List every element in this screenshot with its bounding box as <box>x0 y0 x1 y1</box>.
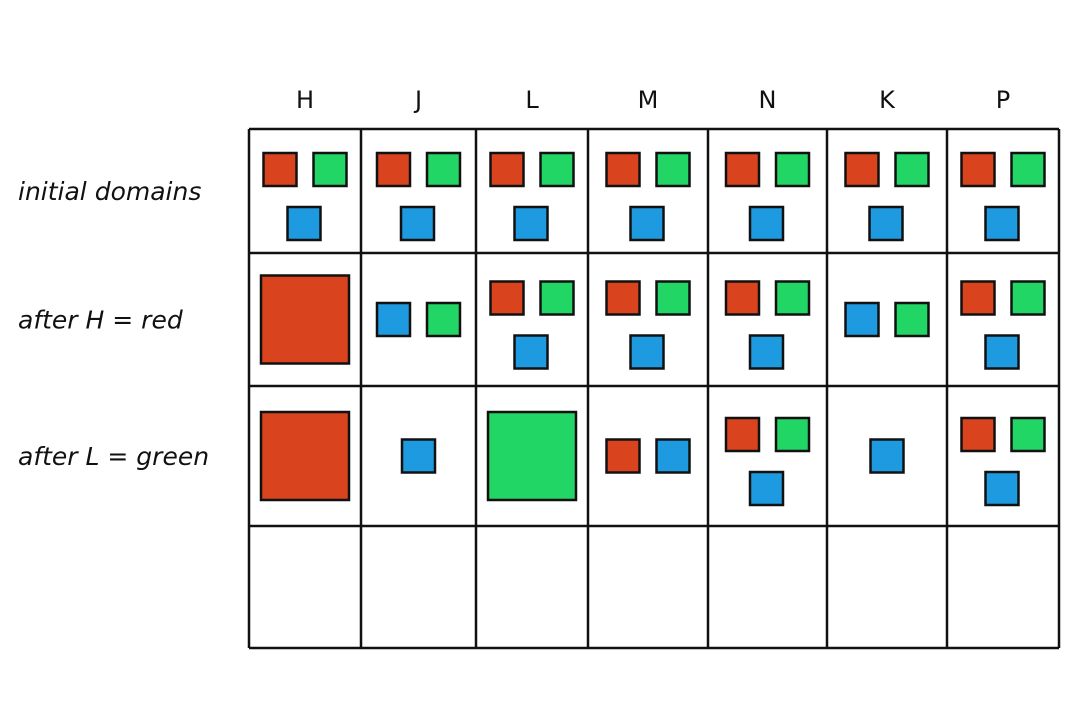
n-r2-green-chip <box>774 416 811 453</box>
column-label-k: K <box>879 86 896 114</box>
column-label-p: P <box>996 86 1010 114</box>
j-r2-blue-chip <box>400 438 437 474</box>
domain-chips <box>259 151 1046 507</box>
l-r0-blue-chip <box>513 205 549 242</box>
n-r2-blue-chip <box>748 470 785 507</box>
l-r2-green-chip <box>486 410 578 502</box>
m-r0-red-chip <box>605 151 641 188</box>
m-r0-blue-chip <box>629 205 665 242</box>
p-r1-green-chip <box>1010 280 1046 316</box>
n-r0-red-chip <box>724 151 761 188</box>
l-r0-red-chip <box>489 151 525 188</box>
n-r2-red-chip <box>724 416 761 453</box>
j-r1-green-chip <box>425 301 462 338</box>
row-label-2: after L = green <box>18 442 209 471</box>
m-r1-blue-chip <box>629 334 665 370</box>
p-r1-red-chip <box>960 280 996 316</box>
h-r0-red-chip <box>262 151 298 188</box>
l-r1-green-chip <box>539 280 575 316</box>
h-r1-red-chip <box>259 274 351 365</box>
k-r0-blue-chip <box>868 205 904 242</box>
n-r0-blue-chip <box>748 205 785 242</box>
p-r0-green-chip <box>1010 151 1046 188</box>
n-r1-red-chip <box>724 280 761 316</box>
j-r0-blue-chip <box>399 205 436 242</box>
k-r2-blue-chip <box>869 438 905 474</box>
m-r1-green-chip <box>655 280 691 316</box>
row-label-1: after H = red <box>18 306 183 335</box>
l-r0-green-chip <box>539 151 575 188</box>
p-r0-blue-chip <box>984 205 1020 242</box>
j-r0-green-chip <box>425 151 462 188</box>
n-r1-green-chip <box>774 280 811 316</box>
k-r0-green-chip <box>894 151 930 188</box>
column-label-n: N <box>759 86 777 114</box>
column-label-m: M <box>638 86 659 114</box>
p-r2-red-chip <box>960 416 996 453</box>
row-labels: initial domains after H = red after L = gr… <box>18 177 209 471</box>
p-r2-blue-chip <box>984 470 1020 507</box>
k-r1-green-chip <box>894 301 930 338</box>
k-r0-red-chip <box>844 151 880 188</box>
p-r2-green-chip <box>1010 416 1046 453</box>
column-label-j: J <box>413 86 422 114</box>
p-r0-red-chip <box>960 151 996 188</box>
h-r2-red-chip <box>259 410 351 502</box>
k-r1-blue-chip <box>844 301 880 338</box>
column-label-h: H <box>296 86 314 114</box>
row-label-0: initial domains <box>18 177 201 206</box>
m-r1-red-chip <box>605 280 641 316</box>
j-r1-blue-chip <box>375 301 412 338</box>
n-r1-blue-chip <box>748 334 785 370</box>
n-r0-green-chip <box>774 151 811 188</box>
h-r0-blue-chip <box>286 205 322 242</box>
table-grid <box>247 127 1061 650</box>
m-r0-green-chip <box>655 151 691 188</box>
h-r0-green-chip <box>312 151 348 188</box>
j-r0-red-chip <box>375 151 412 188</box>
p-r1-blue-chip <box>984 334 1020 370</box>
l-r1-blue-chip <box>513 334 549 370</box>
column-label-l: L <box>525 86 539 114</box>
m-r2-blue-chip <box>655 438 691 474</box>
m-r2-red-chip <box>605 438 641 474</box>
l-r1-red-chip <box>489 280 525 316</box>
